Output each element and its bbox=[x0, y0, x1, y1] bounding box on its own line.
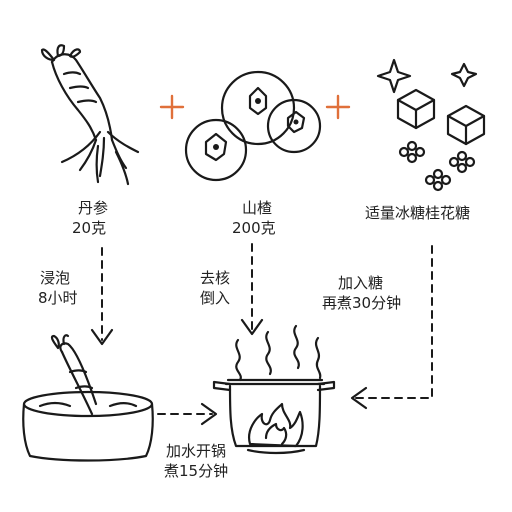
sugar-name: 适量冰糖桂花糖 bbox=[365, 204, 470, 222]
arrow-pour bbox=[240, 243, 264, 336]
sugar-step-label-1: 加入糖 bbox=[338, 274, 383, 292]
hawthorn-fruit-icon bbox=[184, 70, 322, 182]
boil-label-1: 加水开锅 bbox=[166, 442, 226, 460]
hawthorn-amount: 200克 bbox=[232, 219, 276, 237]
soak-label-2: 8小时 bbox=[38, 289, 78, 307]
soak-label-1: 浸泡 bbox=[40, 269, 70, 287]
hawthorn-name: 山楂 bbox=[242, 199, 272, 217]
arrow-sugar bbox=[350, 245, 433, 410]
arrow-soak bbox=[90, 247, 114, 346]
sugar-step-label-2: 再煮30分钟 bbox=[322, 294, 401, 312]
danshen-amount: 20克 bbox=[72, 219, 106, 237]
pit-label-1: 去核 bbox=[200, 269, 230, 287]
soaking-basin-icon bbox=[22, 334, 154, 462]
plus-icon bbox=[325, 94, 351, 120]
plus-icon bbox=[159, 94, 185, 120]
arrow-boil bbox=[157, 402, 218, 426]
boil-label-2: 煮15分钟 bbox=[164, 462, 228, 480]
rock-sugar-icon bbox=[376, 58, 486, 192]
boiling-pot-icon bbox=[212, 324, 336, 448]
danshen-name: 丹参 bbox=[78, 199, 108, 217]
pit-label-2: 倒入 bbox=[200, 289, 230, 307]
danshen-root-icon bbox=[40, 44, 140, 186]
fire-icon bbox=[246, 402, 306, 455]
